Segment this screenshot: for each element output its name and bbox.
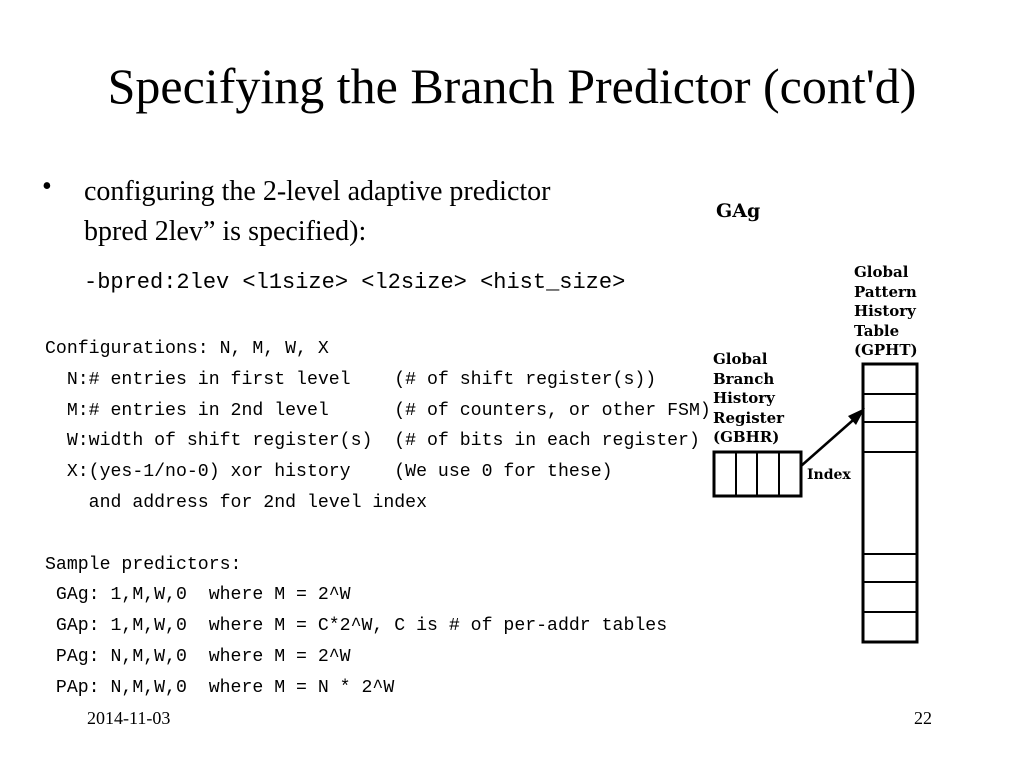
footer-date: 2014-11-03 bbox=[87, 708, 171, 728]
code-block: Configurations: N, M, W, X N:# entries i… bbox=[45, 334, 711, 704]
code-line: GAg: 1,M,W,0 where M = 2^W bbox=[45, 585, 351, 606]
bullet-line-1: configuring the 2-level adaptive predict… bbox=[84, 176, 551, 207]
bullet-line-2: bpred 2lev” is specified): bbox=[84, 216, 367, 247]
code-line: W:width of shift register(s) (# of bits … bbox=[45, 431, 700, 452]
code-line: PAp: N,M,W,0 where M = N * 2^W bbox=[45, 677, 395, 698]
code-line: Sample predictors: bbox=[45, 554, 242, 575]
diagram-heading: GAg bbox=[716, 200, 761, 222]
gag-diagram-graphic bbox=[712, 362, 919, 644]
code-line: N:# entries in first level (# of shift r… bbox=[45, 369, 657, 390]
index-label: Index bbox=[807, 467, 851, 483]
code-line: PAg: N,M,W,0 where M = 2^W bbox=[45, 646, 351, 667]
code-line: Configurations: N, M, W, X bbox=[45, 339, 329, 359]
code-line: and address for 2nd level index bbox=[45, 492, 427, 513]
index-arrow bbox=[800, 413, 861, 467]
gpht-table-box bbox=[861, 362, 919, 644]
code-line: GAp: 1,M,W,0 where M = C*2^W, C is # of … bbox=[45, 616, 668, 637]
gpht-label: Global Pattern History Table (GPHT) bbox=[854, 263, 918, 359]
gag-diagram: GAg Global Pattern History Table (GPHT) … bbox=[700, 190, 1000, 660]
bullet-marker: • bbox=[42, 171, 52, 202]
code-line bbox=[45, 519, 711, 550]
code-line: M:# entries in 2nd level (# of counters,… bbox=[45, 400, 711, 421]
gbhr-label: Global Branch History Register (GBHR) bbox=[713, 350, 785, 446]
code-line: X:(yes-1/no-0) xor history (We use 0 for… bbox=[45, 462, 613, 483]
text-column: • configuring the 2-level adaptive predi… bbox=[42, 171, 711, 698]
page-number: 22 bbox=[914, 708, 932, 728]
command-line: -bpred:2lev <l1size> <l2size> <hist_size… bbox=[84, 270, 626, 295]
bullet-text: configuring the 2-level adaptive predict… bbox=[84, 172, 724, 252]
slide-title: Specifying the Branch Predictor (cont'd) bbox=[107, 58, 917, 114]
